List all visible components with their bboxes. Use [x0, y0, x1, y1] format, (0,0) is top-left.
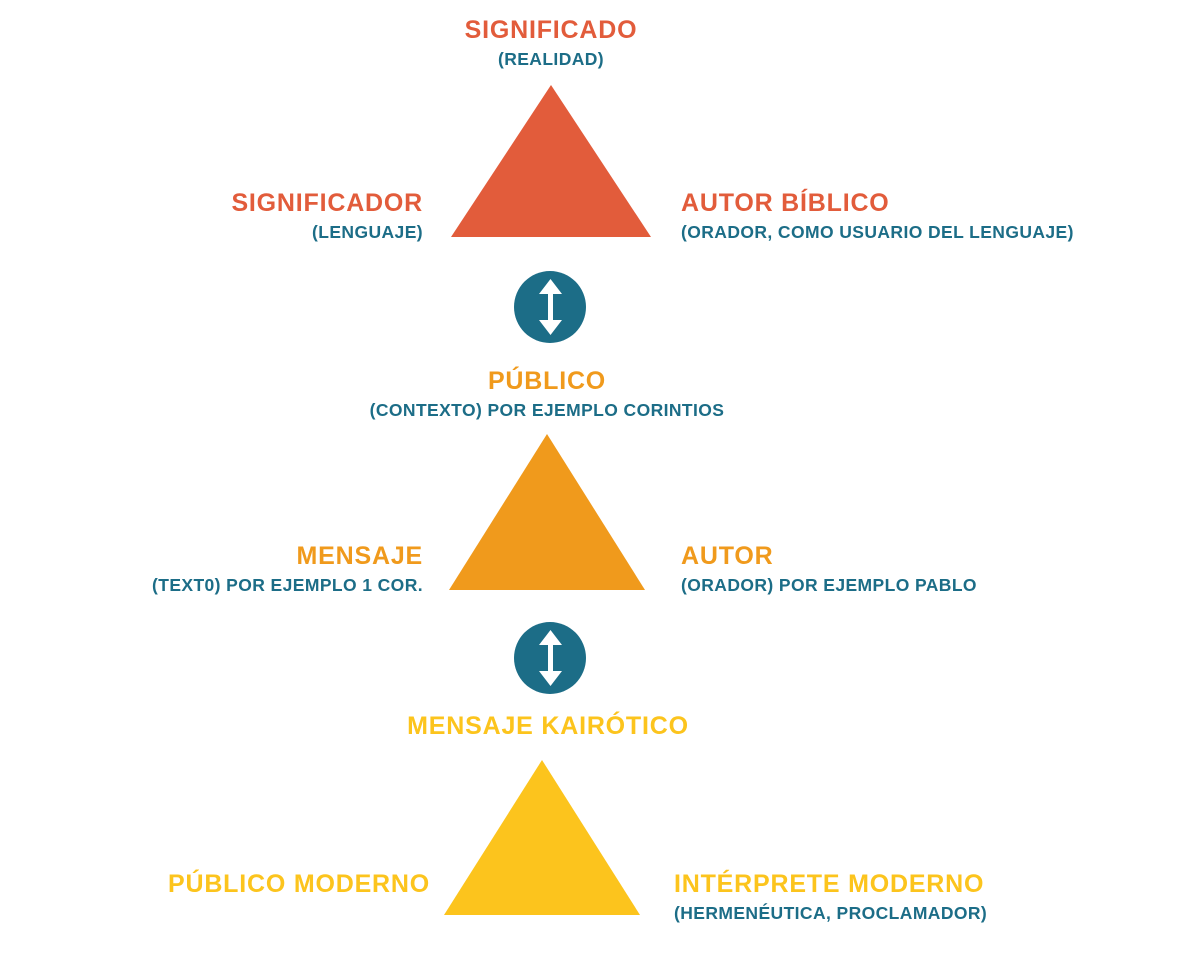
triangle3-left-title: PÚBLICO MODERNO — [168, 870, 430, 898]
up-down-arrow-icon — [514, 271, 586, 343]
triangle2-shape — [449, 434, 645, 590]
up-down-arrow-icon — [514, 622, 586, 694]
triangle2-right-label: AUTOR (ORADOR) POR EJEMPLO PABLO — [681, 542, 977, 595]
triangle2-apex-label: PÚBLICO (CONTEXTO) POR EJEMPLO CORINTIOS — [369, 367, 725, 420]
triangle2-apex-title: PÚBLICO — [487, 367, 607, 395]
triangle2-apex-subtitle: (CONTEXTO) POR EJEMPLO CORINTIOS — [369, 399, 725, 420]
triangle1-left-subtitle: (LENGUAJE) — [312, 221, 423, 242]
triangle1-left-label: SIGNIFICADOR (LENGUAJE) — [231, 189, 423, 242]
triangle3-right-title: INTÉRPRETE MODERNO — [674, 870, 985, 898]
triangle1-apex-label: SIGNIFICADO (REALIDAD) — [464, 16, 638, 69]
triangle1-apex-title: SIGNIFICADO — [464, 16, 638, 44]
triangle3-apex-title: MENSAJE KAIRÓTICO — [407, 712, 689, 740]
triangle1-right-title: AUTOR BÍBLICO — [681, 189, 890, 217]
triangle1-apex-subtitle: (REALIDAD) — [497, 48, 605, 69]
triangle2-left-label: MENSAJE (TEXT0) POR EJEMPLO 1 COR. — [152, 542, 423, 595]
triangle1-left-title: SIGNIFICADOR — [231, 189, 423, 217]
triangle1-shape — [451, 85, 651, 237]
triangle1-right-label: AUTOR BÍBLICO (ORADOR, COMO USUARIO DEL … — [681, 189, 1074, 242]
triangle1-right-subtitle: (ORADOR, COMO USUARIO DEL LENGUAJE) — [681, 221, 1074, 242]
triangle3-right-label: INTÉRPRETE MODERNO (HERMENÉUTICA, PROCLA… — [674, 870, 988, 923]
triangle2-left-subtitle: (TEXT0) POR EJEMPLO 1 COR. — [152, 574, 423, 595]
triangle2-right-title: AUTOR — [681, 542, 774, 570]
triangle3-right-subtitle: (HERMENÉUTICA, PROCLAMADOR) — [674, 902, 988, 923]
up-down-arrow-glyph — [538, 279, 562, 335]
triangle3-shape — [444, 760, 640, 915]
triangle3-left-label: PÚBLICO MODERNO — [168, 870, 430, 899]
triangle2-right-subtitle: (ORADOR) POR EJEMPLO PABLO — [681, 574, 977, 595]
triangle3-apex-label: MENSAJE KAIRÓTICO — [407, 712, 689, 741]
triangle2-left-title: MENSAJE — [296, 542, 423, 570]
up-down-arrow-glyph — [538, 630, 562, 686]
